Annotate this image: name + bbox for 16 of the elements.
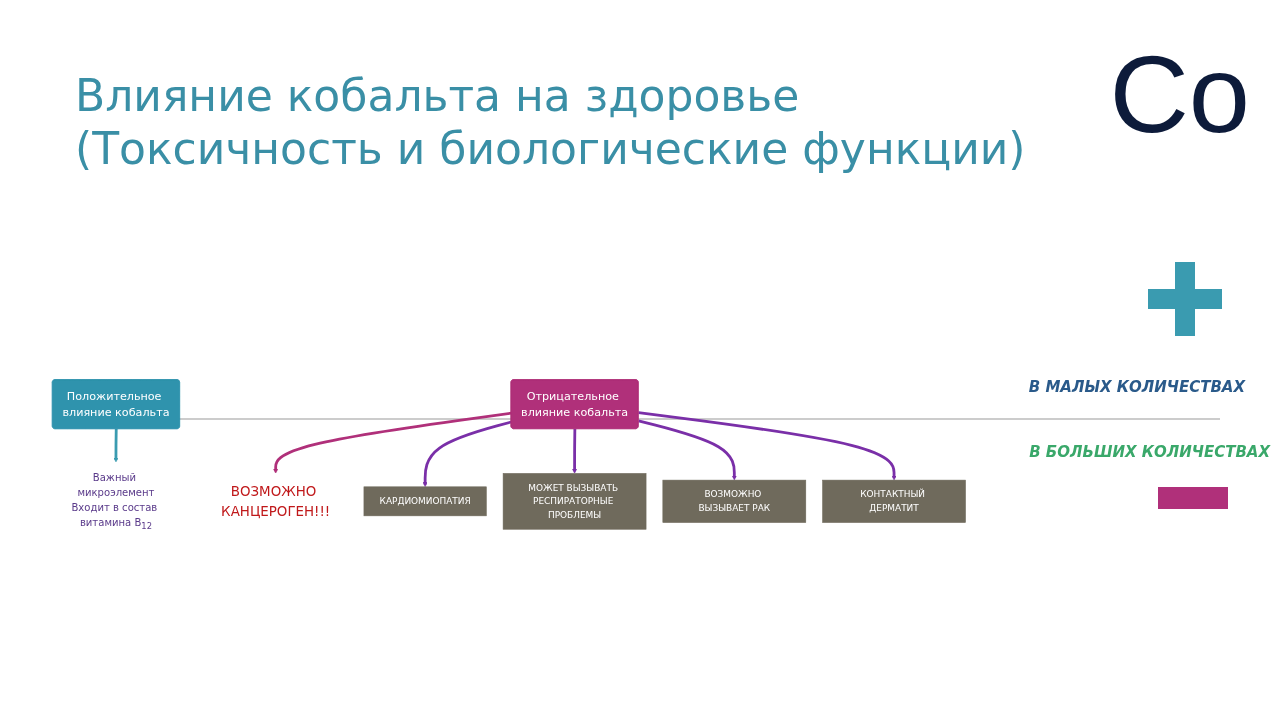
- arrow: [638, 411, 897, 481]
- element-symbol: Co: [1109, 31, 1250, 157]
- arrow: [273, 411, 512, 474]
- node-text: Важный микроэлемент Входит в состав витамина B$_{12}$: [71, 471, 158, 532]
- arrow: [113, 428, 119, 463]
- node-box: ВОЗМОЖНО ВЫЗЫВАЕТ РАК: [662, 479, 807, 523]
- note: В МАЛЫХ КОЛИЧЕСТВАХ: [1028, 378, 1245, 396]
- arrow: [422, 420, 512, 488]
- arrow: [638, 419, 737, 481]
- node-text: ВОЗМОЖНО КАНЦЕРОГЕН!!!: [221, 483, 331, 520]
- note: В БОЛЬШИХ КОЛИЧЕСТВАХ: [1029, 443, 1270, 461]
- node-box: КОНТАКТНЫЙ ДЕРМАТИТ: [822, 479, 966, 523]
- slide-title: Влияние кобальта на здоровье (Токсичность и биологические функции): [75, 70, 1027, 176]
- node-box: КАРДИОМИОПАТИЯ: [363, 486, 487, 517]
- node-box: МОЖЕТ ВЫЗЫВАТЬ РЕСПИРАТОРНЫЕ ПРОБЛЕМЫ: [502, 473, 647, 530]
- arrow: [572, 428, 578, 474]
